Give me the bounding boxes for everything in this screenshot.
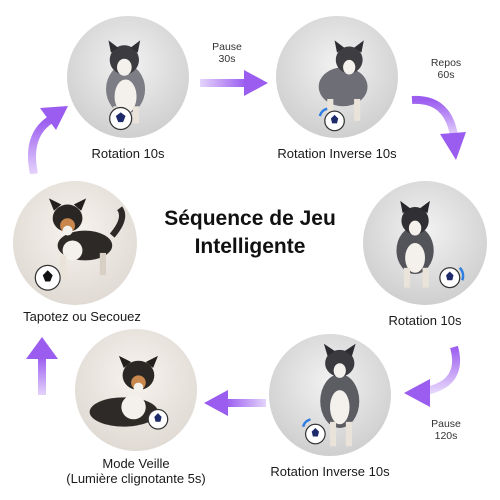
step-label-4: Rotation Inverse 10s (270, 464, 390, 479)
pause-note-1-line-2: 30s (218, 53, 236, 65)
pause-note-3-line-2: 120s (434, 430, 458, 442)
dog-photo-step-6 (13, 181, 137, 305)
arrow-right-top (200, 70, 268, 96)
arrow-left-bottom (204, 390, 266, 416)
diagram-title: Séquence de Jeu Intelligente (130, 205, 370, 261)
step-label-5-line-2: (Lumière clignotante 5s) (66, 471, 206, 486)
arrow-curve-up-left (28, 106, 68, 174)
title-line-1: Séquence de Jeu (164, 207, 336, 230)
pause-note-2-line-2: 60s (437, 69, 455, 81)
dog-photo-step-4 (269, 334, 391, 456)
pause-note-3: Pause 120s (424, 418, 468, 442)
arrow-up-left-bottom (26, 337, 58, 395)
step-label-6: Tapotez ou Secouez (23, 309, 141, 324)
step-label-2: Rotation Inverse 10s (277, 146, 397, 161)
title-line-2: Intelligente (194, 235, 306, 258)
dog-photo-step-2 (276, 16, 398, 138)
pause-note-1-line-1: Pause (212, 41, 242, 53)
step-label-1: Rotation 10s (91, 146, 165, 161)
pause-note-3-line-1: Pause (431, 418, 461, 430)
arrow-curve-down-left (404, 345, 461, 407)
pause-note-2-line-1: Repos (430, 57, 462, 69)
dog-photo-step-3 (363, 181, 487, 305)
step-label-3: Rotation 10s (388, 313, 462, 328)
step-label-5-line-1: Mode Veille (102, 456, 170, 471)
dog-photo-step-1 (67, 16, 189, 138)
arrow-curve-down-right (411, 95, 466, 160)
step-label-5: Mode Veille (Lumière clignotante 5s) (40, 456, 232, 486)
dog-photo-step-5 (75, 329, 197, 451)
pause-note-2: Repos 60s (424, 57, 468, 81)
pause-note-1: Pause 30s (204, 41, 250, 65)
